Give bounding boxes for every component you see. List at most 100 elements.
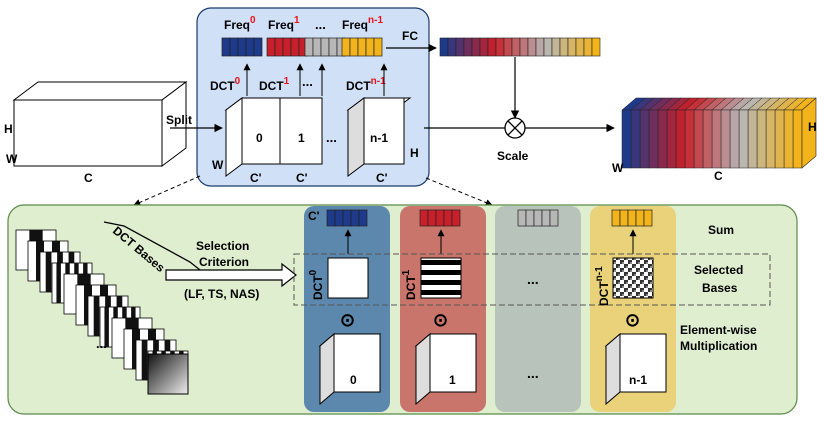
cube-label-0: 0 [350,373,357,387]
freq-segment [312,37,322,57]
split-cube-0 [224,97,292,177]
basis-dct-n-1 [612,257,654,299]
column-vector-segment [643,209,653,227]
output-channel-label: C [714,169,723,183]
dct-basis-stripe [56,263,61,303]
freq-label-0: Freq0 [224,15,256,32]
freq-ellipsis: ... [315,17,326,32]
freq-segment [274,37,284,57]
column-vector-segment [541,209,551,227]
input-height-label: H [4,122,13,136]
output-slice [621,109,632,169]
split-width-label: W [212,158,224,172]
freq-segment [341,37,351,57]
dct-basis-last [147,353,189,395]
attention-segment [559,37,569,57]
fc-label: FC [402,29,418,43]
input-channel-label: C [84,171,93,185]
dct-label-1: DCT1 [259,76,290,93]
split-height-label: H [410,146,419,160]
column-dct-label-n-1: DCTn-1 [594,266,611,306]
freq-segment [253,37,263,57]
column-ellipsis [495,206,581,412]
input-width-label: W [6,152,18,166]
column-vector-segment [350,209,360,227]
attention-segment [471,37,481,57]
split-cube-label-1: 1 [298,131,305,145]
column-vector-segment [435,209,445,227]
column-vector-segment [326,209,336,227]
output-slice [630,109,641,169]
output-slice [774,109,785,169]
attention-segment [503,37,513,57]
column-vector-segment [342,209,352,227]
freq-segment [349,37,359,57]
attention-segment [463,37,473,57]
channel-cube-0 [318,332,382,406]
output-width-label: W [612,161,624,175]
zoom-line-right [425,177,493,206]
input-feature-cube [12,81,188,167]
column-vector-segment [619,209,629,227]
svg-text:Freqn-1: Freqn-1 [342,15,383,32]
zoom-line-left [133,175,201,206]
attention-segment [479,37,489,57]
basis-dct-1 [420,257,462,299]
attention-segment [583,37,593,57]
freq-segment [282,37,292,57]
svg-text:DCTn-1: DCTn-1 [346,76,386,93]
output-feature-cube [621,97,817,169]
column-vector-segment [443,209,453,227]
freq-segment [320,37,330,57]
dct-basis-stripe [141,340,148,380]
channel-cube-n-1 [604,332,667,406]
svg-text:DCT0: DCT0 [210,76,241,93]
svg-text:DCT0: DCT0 [308,269,325,300]
attention-segment [551,37,561,57]
output-slice [738,109,749,169]
column-vector-segment [419,209,429,227]
svg-text:Freq1: Freq1 [268,15,300,32]
output-slice [702,109,713,169]
freq-segment [221,37,231,57]
dct-label-n-1: DCTn-1 [346,76,386,93]
output-slice [765,109,776,169]
column-vector-segment [358,209,368,227]
column-vector-segment [517,209,527,227]
output-slice [756,109,767,169]
sum-label: Sum [708,223,734,237]
freq-label-n-1: Freqn-1 [342,15,383,32]
output-height-label: H [808,120,817,134]
freq-segment [237,37,247,57]
column-dct-label-1: DCT1 [401,269,418,300]
attention-segment [535,37,545,57]
output-side [801,97,817,169]
attention-segment [511,37,521,57]
split-c-prime-1: C' [296,171,308,185]
dct-label-0: DCT0 [210,76,241,93]
dct-bases-stack: ... [15,229,189,395]
svg-text:DCT1: DCT1 [401,269,418,300]
attention-segment [575,37,585,57]
multiply-circle [504,117,526,139]
attention-segment [591,37,601,57]
output-slice [720,109,731,169]
column-vector-segment [334,209,344,227]
basis-ellipsis: ... [527,271,539,287]
freq-segment [266,37,276,57]
freq-segment [328,37,338,57]
attention-segment [527,37,537,57]
selected-label: Selected [694,263,743,277]
output-slice [648,109,659,169]
freq-segment [373,37,383,57]
column-vector-segment [451,209,461,227]
freq-segment [245,37,255,57]
c-prime-label: C' [308,209,320,223]
odot-n-1: ⊙ [625,310,640,330]
cube-ellipsis: ... [527,365,539,381]
selection-label-2: Criterion [199,255,249,269]
freq-segment [290,37,300,57]
output-slice [684,109,695,169]
odot-0: ⊙ [340,310,355,330]
